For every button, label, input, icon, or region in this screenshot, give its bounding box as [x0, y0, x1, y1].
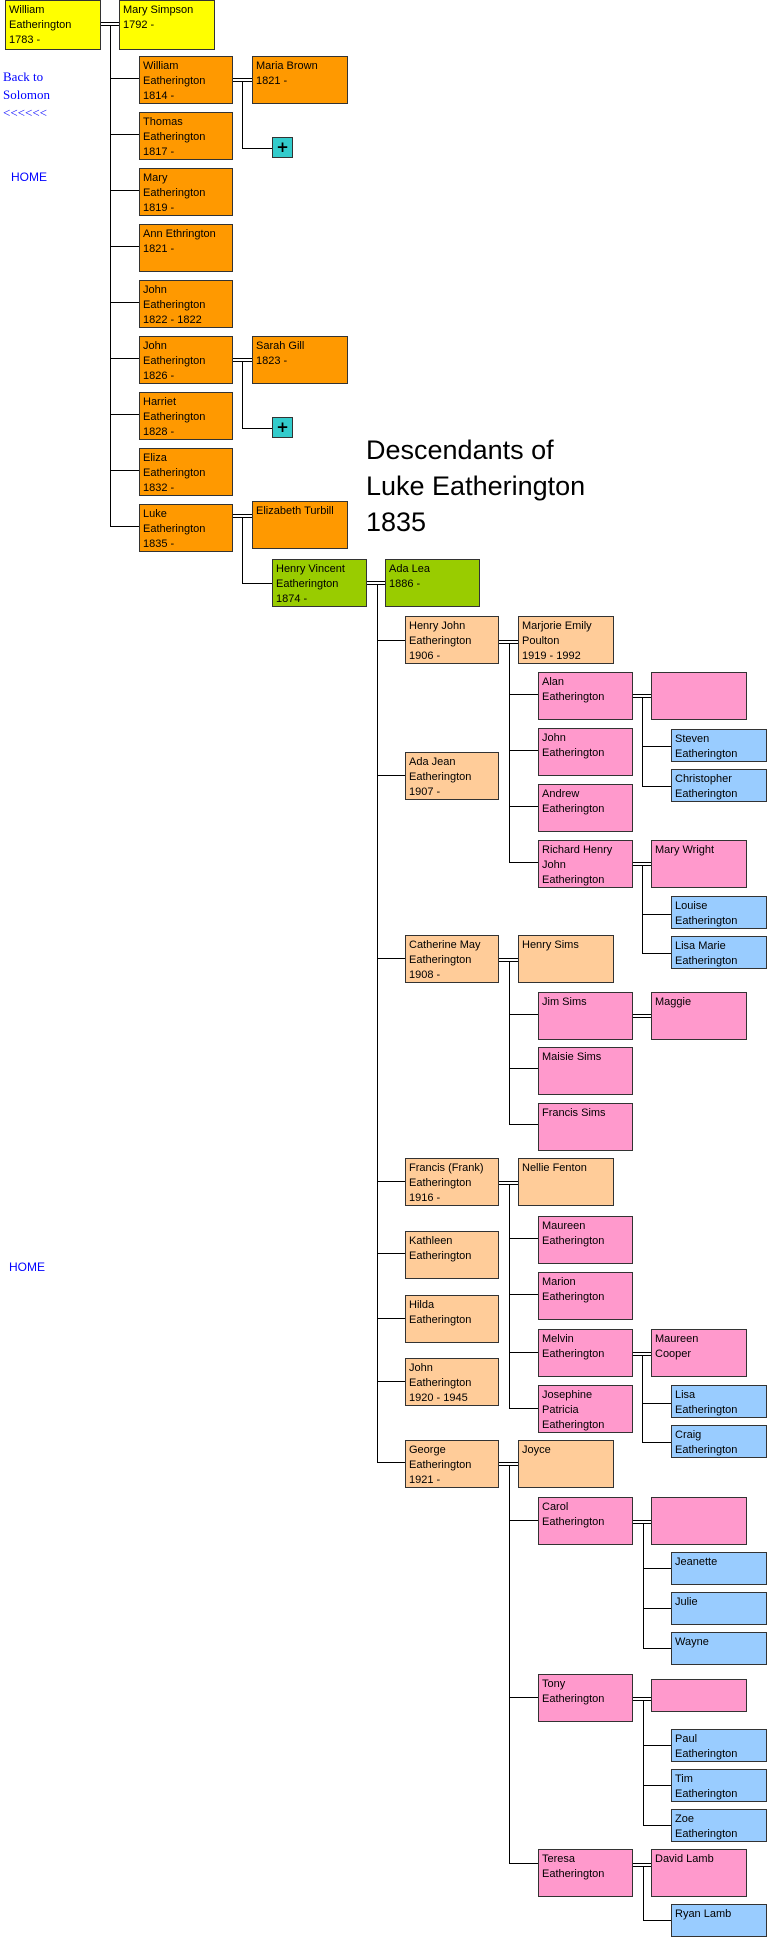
expand-descendants-william-icon[interactable]: +: [272, 137, 293, 158]
person-teresa[interactable]: Teresa Eatherington: [538, 1849, 633, 1897]
person-mary-1819[interactable]: Mary Eatherington 1819 -: [139, 168, 233, 216]
person-louise[interactable]: Louise Eatherington: [671, 896, 767, 929]
expand-descendants-john-icon[interactable]: +: [272, 417, 293, 438]
person-zoe[interactable]: Zoe Eatherington: [671, 1809, 767, 1842]
spouse-maria-brown[interactable]: Maria Brown 1821 -: [252, 56, 348, 104]
person-william-1814[interactable]: William Eatherington 1814 -: [139, 56, 233, 104]
person-melvin[interactable]: Melvin Eatherington: [538, 1329, 633, 1377]
person-marion[interactable]: Marion Eatherington: [538, 1272, 633, 1320]
person-lisa-marie[interactable]: Lisa Marie Eatherington: [671, 936, 767, 969]
person-george[interactable]: George Eatherington 1921 -: [405, 1440, 499, 1488]
spouse-elizabeth-turbill[interactable]: Elizabeth Turbill: [252, 501, 348, 549]
spouse-henry-sims[interactable]: Henry Sims: [518, 935, 614, 983]
person-ann-1821[interactable]: Ann Ethrington 1821 -: [139, 224, 233, 272]
person-ada-jean[interactable]: Ada Jean Eatherington 1907 -: [405, 752, 499, 800]
spouse-mary-simpson[interactable]: Mary Simpson 1792 -: [119, 0, 215, 50]
person-jeanette[interactable]: Jeanette: [671, 1552, 767, 1585]
spouse-tony-unknown[interactable]: [651, 1679, 747, 1712]
person-william-1783[interactable]: William Eatherington 1783 -: [5, 0, 101, 50]
spouse-mary-wright[interactable]: Mary Wright: [651, 840, 747, 888]
person-alan[interactable]: Alan Eatherington: [538, 672, 633, 720]
spouse-maureen-cooper[interactable]: Maureen Cooper: [651, 1329, 747, 1377]
person-lisa[interactable]: Lisa Eatherington: [671, 1385, 767, 1418]
spouse-marjorie-poulton[interactable]: Marjorie Emily Poulton 1919 - 1992: [518, 616, 614, 664]
spouse-maggie[interactable]: Maggie: [651, 992, 747, 1040]
person-craig[interactable]: Craig Eatherington: [671, 1425, 767, 1458]
person-kathleen[interactable]: Kathleen Eatherington: [405, 1231, 499, 1279]
person-tony[interactable]: Tony Eatherington: [538, 1674, 633, 1722]
spouse-carol-unknown[interactable]: [651, 1497, 747, 1545]
person-richard[interactable]: Richard Henry John Eatherington: [538, 840, 633, 888]
person-henry-john[interactable]: Henry John Eatherington 1906 -: [405, 616, 499, 664]
home-link-bottom[interactable]: HOME: [9, 1260, 45, 1274]
person-john-1920[interactable]: John Eatherington 1920 - 1945: [405, 1358, 499, 1406]
person-john-1822[interactable]: John Eatherington 1822 - 1822: [139, 280, 233, 328]
person-maisie-sims[interactable]: Maisie Sims: [538, 1047, 633, 1095]
person-andrew[interactable]: Andrew Eatherington: [538, 784, 633, 832]
page-title: Descendants of Luke Eatherington 1835: [366, 435, 586, 537]
person-maureen-eatherington[interactable]: Maureen Eatherington: [538, 1216, 633, 1264]
person-steven[interactable]: Steven Eatherington: [671, 729, 767, 762]
spouse-david-lamb[interactable]: David Lamb: [651, 1849, 747, 1897]
person-julie[interactable]: Julie: [671, 1592, 767, 1625]
person-tim[interactable]: Tim Eatherington: [671, 1769, 767, 1802]
person-paul[interactable]: Paul Eatherington: [671, 1729, 767, 1762]
person-harriet-1828[interactable]: Harriet Eatherington 1828 -: [139, 392, 233, 440]
person-josephine[interactable]: Josephine Patricia Eatherington: [538, 1385, 633, 1433]
person-hilda[interactable]: Hilda Eatherington: [405, 1295, 499, 1343]
back-to-solomon-link[interactable]: Back to Solomon <<<<<<: [3, 69, 50, 120]
person-luke-1835[interactable]: Luke Eatherington 1835 -: [139, 504, 233, 552]
person-jim-sims[interactable]: Jim Sims: [538, 992, 633, 1040]
person-john[interactable]: John Eatherington: [538, 728, 633, 776]
person-catherine-may[interactable]: Catherine May Eatherington 1908 -: [405, 935, 499, 983]
spouse-joyce[interactable]: Joyce: [518, 1440, 614, 1488]
person-wayne[interactable]: Wayne: [671, 1632, 767, 1665]
spouse-nellie-fenton[interactable]: Nellie Fenton: [518, 1158, 614, 1206]
spouse-alan-unknown[interactable]: [651, 672, 747, 720]
person-francis-frank[interactable]: Francis (Frank) Eatherington 1916 -: [405, 1158, 499, 1206]
person-carol[interactable]: Carol Eatherington: [538, 1497, 633, 1545]
person-eliza-1832[interactable]: Eliza Eatherington 1832 -: [139, 448, 233, 496]
spouse-sarah-gill[interactable]: Sarah Gill 1823 -: [252, 336, 348, 384]
person-ryan-lamb[interactable]: Ryan Lamb: [671, 1904, 767, 1937]
person-francis-sims[interactable]: Francis Sims: [538, 1103, 633, 1151]
spouse-ada-lea[interactable]: Ada Lea 1886 -: [385, 559, 480, 607]
home-link-top[interactable]: HOME: [11, 170, 47, 184]
person-thomas-1817[interactable]: Thomas Eatherington 1817 -: [139, 112, 233, 160]
person-henry-vincent[interactable]: Henry Vincent Eatherington 1874 -: [272, 559, 367, 607]
person-christopher[interactable]: Christopher Eatherington: [671, 769, 767, 802]
person-john-1826[interactable]: John Eatherington 1826 -: [139, 336, 233, 384]
